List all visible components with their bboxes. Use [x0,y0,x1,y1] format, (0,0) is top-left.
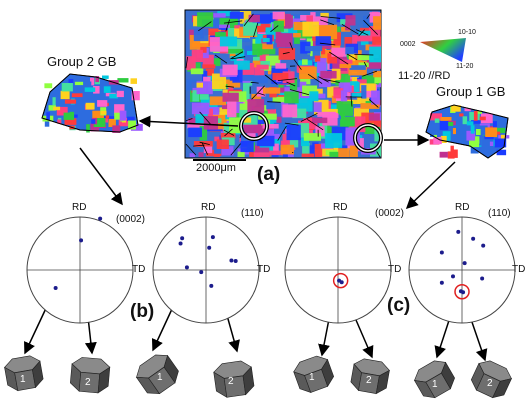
pf-c1-td: TD [388,264,401,275]
pole-figure-c-110 [409,217,515,323]
pf-c2-rd: RD [455,202,469,213]
pf-c1-rd: RD [333,202,347,213]
pole-figure-b-0002-pole-2 [79,238,83,242]
pole-figure-c-110-pole-10 [461,290,465,294]
pole-figure-c-0002-pole-2 [340,280,344,284]
pf-b2-rd: RD [201,202,215,213]
pole-figure-b-110-pole-7 [185,265,189,269]
pole-figure-c-110-pole-3 [481,244,485,248]
crystal-b4-label: 2 [228,376,234,387]
pf-b2-td: TD [257,264,270,275]
crystal-c4-label: 2 [487,378,493,389]
pole-figure-c-110-pole-4 [440,251,444,255]
pole-figure-b-110-pole-5 [229,258,233,262]
panel-a-label: (a) [257,164,280,186]
group1-grain-inset [426,105,509,159]
pole-figure-b-0002-pole-1 [98,217,102,221]
color-key-10-10: 10-10 [458,29,476,36]
pf-b1-plane: (0002) [116,214,145,225]
crystal-b3-label: 1 [157,372,163,383]
pole-figure-b-110-pole-1 [180,236,184,240]
scale-bar-label: 2000μm [196,162,236,174]
crystal-b2 [70,357,111,394]
pf-b1-rd: RD [72,202,86,213]
pf-b2-plane: (110) [241,208,264,219]
panel-c-label: (c) [387,295,410,317]
pole-figure-b-0002-pole-3 [54,286,58,290]
ipf-color-key [420,38,466,62]
pole-figure-c-110-pole-7 [440,281,444,285]
pf-c2-td: TD [512,264,525,275]
color-key-11-20: 11-20 [456,63,473,70]
ebsd-map [185,10,381,160]
pf-c1-plane: (0002) [375,208,404,219]
pole-figure-b-110-pole-3 [207,246,211,250]
crystal-c2-label: 2 [366,375,372,386]
pole-figure-b-110-pole-8 [199,270,203,274]
pole-figure-b-110 [153,217,259,323]
crystal-c1-label: 1 [309,372,315,383]
crystal-c3-label: 1 [432,379,438,390]
pf-c2-plane: (110) [488,208,511,219]
pole-figure-b-110-pole-2 [179,242,183,246]
pole-figure-b-110-pole-4 [211,235,215,239]
crystal-b2-label: 2 [85,377,91,388]
crystal-b1-label: 1 [20,374,26,385]
pole-figure-c-110-pole-5 [463,261,467,265]
pole-figure-b-110-pole-9 [209,284,213,288]
group2-title: Group 2 GB [47,54,116,69]
pole-figure-b-0002 [27,217,133,323]
group1-title: Group 1 GB [436,84,505,99]
pole-figure-c-110-pole-2 [471,237,475,241]
pole-figure-c-0002 [285,217,391,323]
pf-b1-td: TD [132,264,145,275]
pole-figure-b-110-pole-6 [234,259,238,263]
pole-figure-c-110-pole-6 [451,274,455,278]
pole-figure-c-110-pole-8 [480,276,484,280]
panel-b-label: (b) [130,301,154,323]
pole-figure-c-110-pole-1 [456,230,460,234]
color-key-axis-note: 11-20 //RD [398,70,450,82]
group2-grain-inset [42,74,143,133]
color-key-0002: 0002 [400,41,416,48]
